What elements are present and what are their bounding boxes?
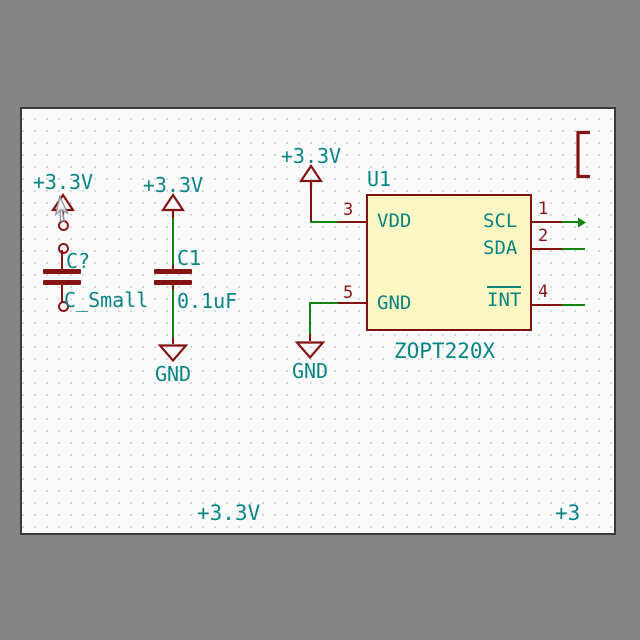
- pin-2-stub[interactable]: [532, 248, 562, 250]
- pin-5-name-gnd: GND: [377, 292, 412, 314]
- pin-1-name-scl: SCL: [483, 210, 518, 232]
- cap-c-unplaced-value[interactable]: C_Small: [64, 288, 149, 312]
- pin-3-stub[interactable]: [338, 221, 366, 223]
- ic-u1-body[interactable]: [366, 194, 532, 331]
- pin-4-number: 4: [538, 282, 549, 302]
- cap-c-unplaced-top-pin-circle: [57, 243, 69, 254]
- gnd-label-2[interactable]: GND: [291, 359, 329, 383]
- wire-scl[interactable]: [562, 221, 578, 223]
- power-arrow-icon[interactable]: [298, 163, 324, 189]
- cap-c-unplaced-plate-bottom[interactable]: [43, 280, 81, 285]
- stray-power-label-bottom-center[interactable]: +3.3V: [197, 501, 261, 525]
- cap-c1-plate-bottom[interactable]: [154, 280, 192, 285]
- wire-vdd-to-c1[interactable]: [172, 218, 174, 265]
- cap-c1-ref[interactable]: C1: [177, 246, 202, 270]
- wire-pin5-vertical[interactable]: [309, 302, 311, 334]
- wire-c1-to-gnd[interactable]: [172, 290, 174, 338]
- cap-c1-top-lead: [172, 265, 174, 270]
- cap-c1-bottom-lead: [172, 285, 174, 290]
- ic-u1-value[interactable]: ZOPT220X: [394, 339, 496, 363]
- cap-c-unplaced-top-lead: [61, 250, 63, 269]
- mouse-cursor-icon: [54, 195, 69, 222]
- power-label-1[interactable]: +3.3V: [32, 170, 94, 194]
- gnd-label-1[interactable]: GND: [154, 362, 192, 386]
- stray-power-label-bottom-right[interactable]: +3: [555, 501, 581, 525]
- cap-c-unplaced-bottom-lead: [61, 285, 63, 303]
- pin-3-name-vdd: VDD: [377, 210, 412, 232]
- power-arrow-icon[interactable]: [160, 192, 186, 218]
- pin-1-stub[interactable]: [532, 221, 562, 223]
- wire-end-marker-icon: [578, 217, 586, 228]
- gnd-1-stem: [172, 338, 174, 344]
- wire-power-to-pin3[interactable]: [310, 221, 339, 223]
- partial-symbol-bracket-icon[interactable]: [574, 130, 594, 180]
- power-label-3[interactable]: +3.3V: [280, 144, 342, 168]
- power-3-stem: [310, 189, 312, 223]
- pin-1-number: 1: [538, 199, 549, 219]
- ic-u1-ref[interactable]: U1: [367, 167, 392, 191]
- cap-c-unplaced-plate-top[interactable]: [43, 269, 81, 274]
- wire-int[interactable]: [562, 304, 585, 306]
- pin-4-name-int: INT: [487, 286, 522, 311]
- pin-2-number: 2: [538, 226, 549, 246]
- power-label-2[interactable]: +3.3V: [142, 173, 204, 197]
- wire-sda[interactable]: [562, 248, 585, 250]
- gnd-2-stem: [309, 334, 311, 341]
- cap-c-unplaced-bottom-pin-circle: [57, 301, 69, 312]
- gnd-triangle-icon[interactable]: [158, 344, 188, 363]
- cap-c1-plate-top[interactable]: [154, 269, 192, 274]
- gnd-triangle-icon[interactable]: [295, 341, 325, 360]
- pin-4-stub[interactable]: [532, 304, 562, 306]
- pin-2-name-sda: SDA: [483, 237, 518, 259]
- cap-c1-value[interactable]: 0.1uF: [177, 289, 238, 313]
- pin-5-stub[interactable]: [338, 302, 366, 304]
- pin-5-number: 5: [343, 283, 354, 303]
- pin-4-name-int-text: INT: [487, 286, 522, 311]
- pin-3-number: 3: [343, 200, 354, 220]
- cap-c-unplaced-ref[interactable]: C?: [66, 249, 91, 273]
- wire-pin5-horizontal[interactable]: [309, 302, 339, 304]
